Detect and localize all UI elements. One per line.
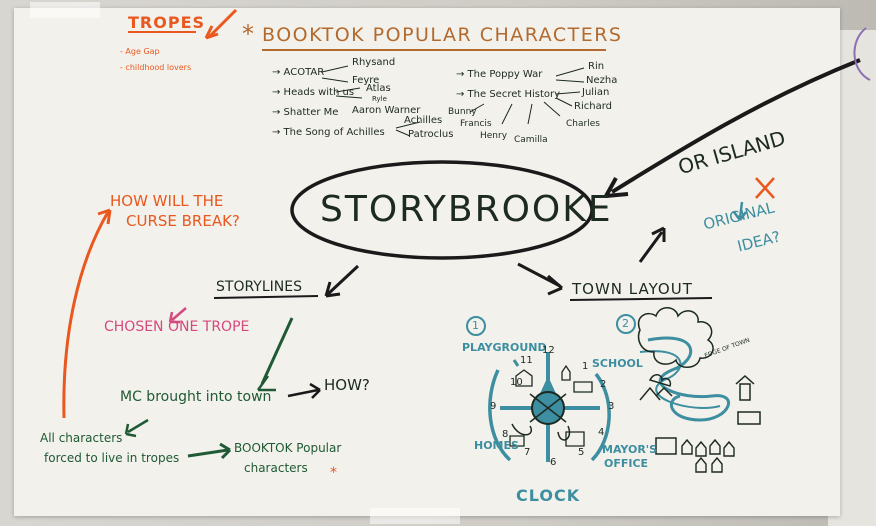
booktok-character: Henry (480, 131, 508, 141)
booktok-character: Francis (460, 119, 492, 129)
booktok-book: → The Poppy War (456, 69, 543, 80)
booktok-character: Charles (566, 119, 600, 129)
booktok-characters-note: characters (244, 461, 308, 475)
tape (370, 508, 460, 524)
homes-label: HOMES (474, 439, 519, 452)
clock-number: 1 (582, 361, 589, 372)
clock-number: 11 (520, 355, 533, 366)
clock-number: 7 (524, 447, 531, 458)
booktok-character: Nezha (586, 75, 618, 86)
trope-item: - Age Gap (120, 47, 160, 56)
booktok-characters-note: BOOKTOK Popular (234, 441, 342, 455)
clock-number: 12 (542, 345, 555, 356)
booktok-character: Achilles (404, 115, 443, 126)
clock-number: 10 (510, 377, 523, 388)
booktok-character: Camilla (514, 135, 548, 145)
booktok-character: Aaron Warner (352, 105, 421, 116)
playground-label: PLAYGROUND (462, 341, 547, 354)
how-question: HOW? (324, 376, 370, 394)
clock-number: 6 (550, 457, 557, 468)
all-characters-note: All characters (40, 431, 123, 445)
tropes-title: TROPES (128, 13, 206, 32)
booktok-title: BOOKTOK POPULAR CHARACTERS (262, 24, 623, 46)
booktok-book: → Shatter Me (272, 107, 339, 118)
booktok-character: Patroclus (408, 129, 454, 140)
asterisk-icon: * (330, 465, 337, 481)
clock-label: CLOCK (516, 486, 581, 505)
mayors-office-label: OFFICE (604, 457, 649, 470)
booktok-book: → The Song of Achilles (272, 127, 385, 138)
chosen-one-trope: CHOSEN ONE TROPE (104, 319, 250, 335)
all-characters-note: forced to live in tropes (44, 451, 180, 465)
clock-number: 2 (600, 379, 607, 390)
tape (30, 2, 100, 18)
booktok-character: Rin (588, 61, 605, 72)
marker-number: 1 (472, 319, 479, 332)
booktok-character: Atlas (366, 83, 391, 94)
curse-question: HOW WILL THE (110, 192, 224, 210)
booktok-book: → The Secret History (456, 89, 561, 100)
school-label: SCHOOL (592, 357, 643, 370)
booktok-character: Julian (582, 87, 610, 98)
booktok-character: Ryle (372, 95, 387, 103)
clock-number: 9 (490, 401, 497, 412)
center-title: STORYBROOKE (320, 189, 613, 230)
marker-number: 2 (622, 317, 629, 330)
clock-number: 3 (608, 401, 615, 412)
curse-question: CURSE BREAK? (126, 212, 240, 230)
booktok-character: Bunny (448, 107, 477, 117)
booktok-character: Rhysand (352, 57, 396, 68)
clock-number: 5 (578, 447, 585, 458)
town-layout-title: TOWN LAYOUT (572, 280, 693, 298)
trope-item: - childhood lovers (120, 63, 192, 72)
clock-number: 4 (598, 427, 605, 438)
clock-number: 8 (502, 429, 509, 440)
booktok-character: Feyre (352, 75, 380, 86)
poster-paper (14, 8, 840, 516)
booktok-book: → Heads with us (272, 87, 355, 98)
mayors-office-label: MAYOR'S (602, 443, 658, 456)
asterisk-icon: * (242, 20, 254, 48)
storylines-title: STORYLINES (216, 279, 302, 295)
mc-brought-into-town: MC brought into town (120, 389, 272, 405)
booktok-book: → ACOTAR (272, 67, 325, 78)
booktok-character: Richard (574, 101, 612, 112)
